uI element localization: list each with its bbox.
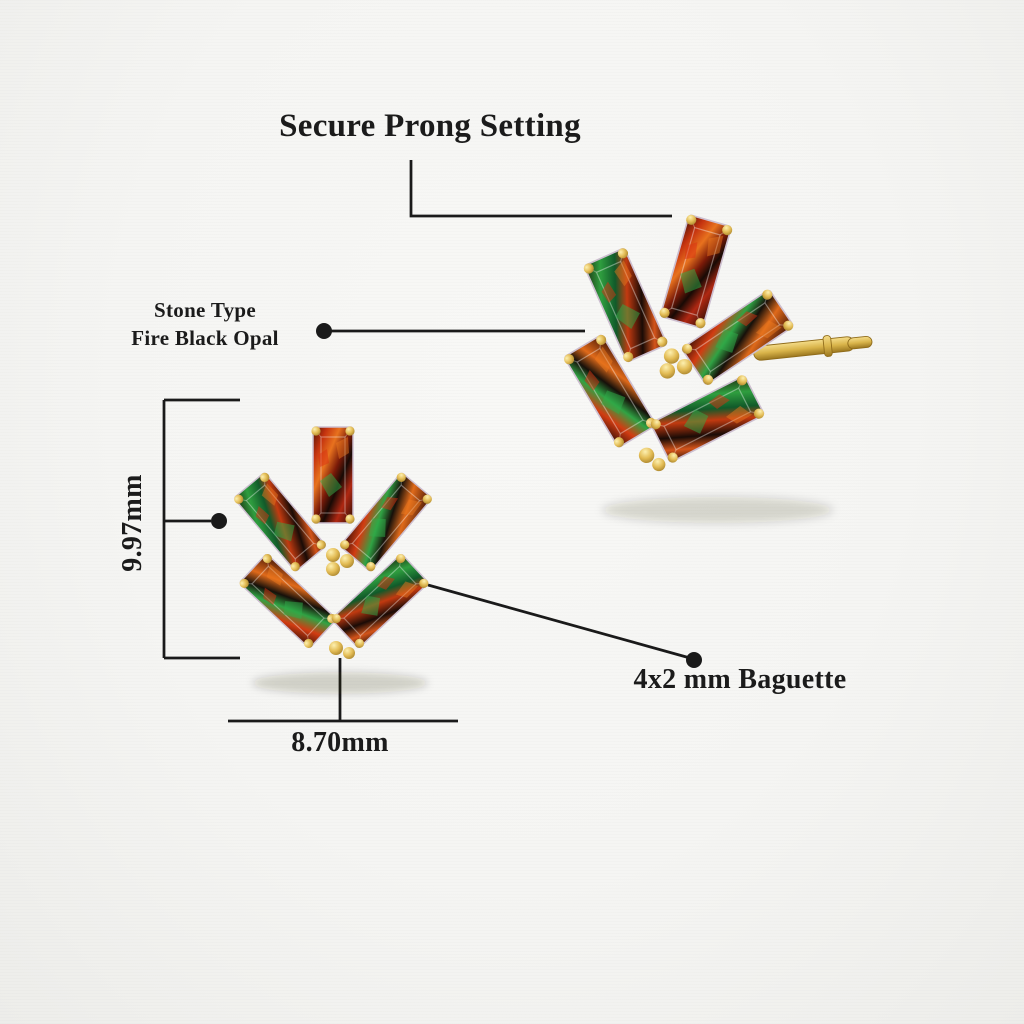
- width-dimension-label: 8.70mm: [291, 727, 389, 758]
- earring-side-view: [525, 180, 899, 548]
- opal-cluster: [232, 426, 434, 659]
- opal-cluster: [533, 190, 817, 497]
- baguette-connector-line: [427, 583, 691, 660]
- stone-type-heading: Stone Type: [154, 298, 256, 322]
- earring-shadow: [252, 672, 428, 694]
- baguette-size-label: 4x2 mm Baguette: [633, 664, 847, 695]
- title-secure-prong-setting: Secure Prong Setting: [279, 108, 581, 144]
- height-dimension-line: [162, 398, 240, 660]
- stone-type-label: Stone Type Fire Black Opal: [90, 297, 320, 352]
- height-pointer-dot: [211, 513, 227, 529]
- earring-front-view: [230, 405, 450, 705]
- height-dimension-label: 9.97mm: [117, 474, 148, 572]
- ear-post: [753, 335, 873, 361]
- earring-shadow: [602, 496, 833, 524]
- stone-type-value: Fire Black Opal: [131, 325, 279, 350]
